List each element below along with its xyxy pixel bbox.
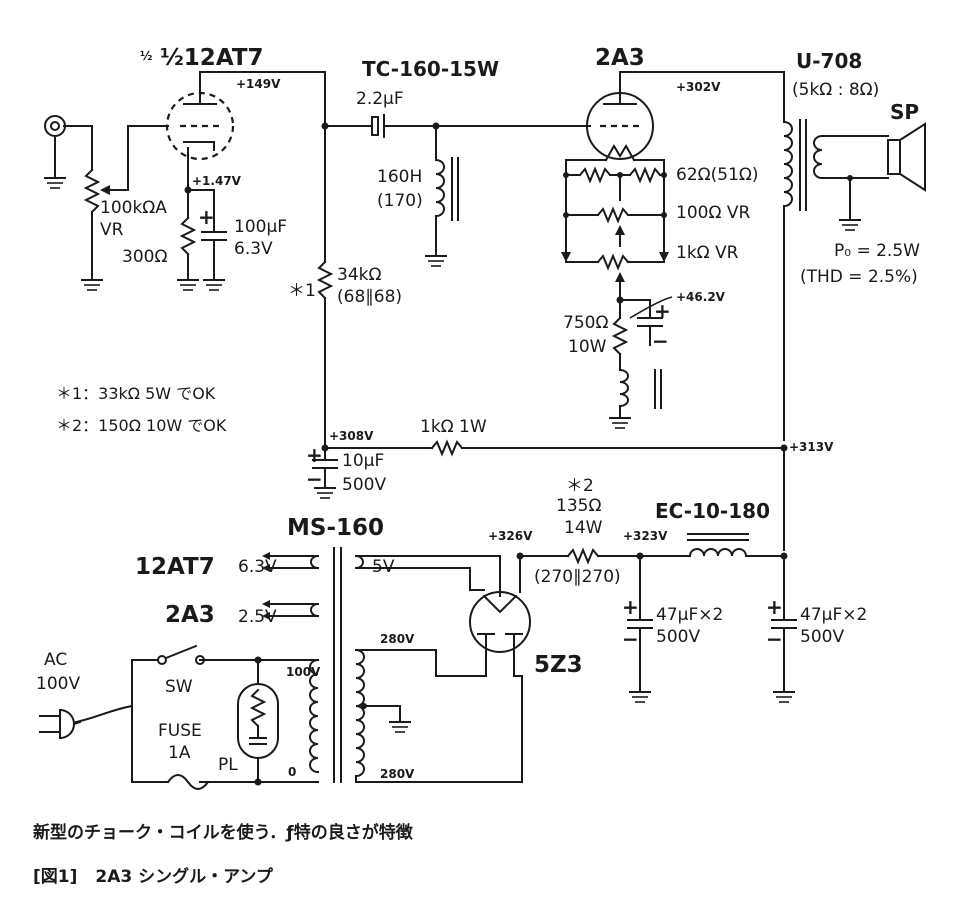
c47b-volt: 500V bbox=[800, 627, 844, 647]
svg-text:−: − bbox=[766, 627, 783, 651]
tube1-half: ½ bbox=[140, 49, 152, 63]
sw-label: SW bbox=[165, 677, 193, 697]
figure-number: [図1] bbox=[33, 867, 78, 887]
rp1-parallel: (68∥68) bbox=[337, 287, 402, 307]
svg-text:+: + bbox=[654, 299, 671, 323]
rk1-label: 300Ω bbox=[122, 247, 167, 267]
note-2: ＊2：150Ω 10W でOK bbox=[56, 416, 227, 435]
ac-plug-icon bbox=[39, 708, 82, 740]
output-power: P₀ = 2.5W bbox=[834, 241, 920, 261]
r62-label: 62Ω(51Ω) bbox=[676, 165, 759, 185]
volt-46-2: +46.2V bbox=[676, 290, 726, 304]
speaker-icon bbox=[887, 122, 926, 192]
rect-label: 5Z3 bbox=[534, 652, 583, 678]
r135-parallel: (270∥270) bbox=[534, 567, 621, 587]
c10-label: 10μF bbox=[342, 451, 384, 471]
svg-text:+: + bbox=[198, 205, 215, 229]
volt-149: +149V bbox=[236, 77, 281, 91]
coupling-trans-label: TC-160-15W bbox=[362, 57, 499, 81]
note-1: ＊1：33kΩ 5W でOK bbox=[56, 384, 216, 403]
c47a-label: 47μF×2 bbox=[656, 605, 723, 625]
choke-160h: 160H bbox=[377, 167, 422, 187]
r135-watt: 14W bbox=[564, 518, 603, 538]
vr1k-label: 1kΩ VR bbox=[676, 243, 739, 263]
hv-label-1: 280V bbox=[380, 632, 415, 646]
svg-text:+: + bbox=[306, 443, 323, 467]
figure-title-text: 2A3 シングル・アンプ bbox=[95, 867, 273, 887]
c10-volt: 500V bbox=[342, 475, 386, 495]
r1k-label: 1kΩ 1W bbox=[420, 417, 487, 437]
c47a-volt: 500V bbox=[656, 627, 700, 647]
rp1-label: 34kΩ bbox=[337, 265, 381, 285]
output-transformer bbox=[782, 119, 889, 441]
fuse-rating: 1A bbox=[168, 743, 191, 763]
ac-voltage: 100V bbox=[36, 674, 80, 694]
figure-title: [図1] 2A3 シングル・アンプ bbox=[33, 862, 291, 887]
svg-text:+: + bbox=[766, 595, 783, 619]
choke-170: (170) bbox=[377, 191, 423, 211]
svg-text:−: − bbox=[622, 627, 639, 651]
mark-2: ＊2 bbox=[566, 476, 594, 496]
volt-302: +302V bbox=[676, 80, 721, 94]
svg-text:−: − bbox=[652, 329, 669, 353]
r135-label: 135Ω bbox=[556, 496, 601, 516]
vol-label: 100kΩA bbox=[100, 198, 167, 218]
hv-label-2: 280V bbox=[380, 767, 415, 781]
coupling-cap-label: 2.2μF bbox=[356, 89, 404, 109]
heater2-label: 2A3 bbox=[165, 602, 215, 628]
tube1-label: ½12AT7 bbox=[160, 45, 264, 71]
choke2-label: EC-10-180 bbox=[655, 499, 770, 523]
rk2-watt: 10W bbox=[568, 337, 607, 357]
figure-caption: 新型のチョーク・コイルを使う．ƒ特の良さが特徴 bbox=[33, 823, 413, 843]
pl-label: PL bbox=[218, 755, 238, 775]
out-trans-label: U-708 bbox=[796, 49, 862, 73]
input-jack bbox=[44, 115, 93, 189]
volt-326: +326V bbox=[488, 529, 533, 543]
fuse-label: FUSE bbox=[158, 721, 202, 741]
volt-1-47: +1.47V bbox=[192, 174, 242, 188]
volt-313: +313V bbox=[789, 440, 834, 454]
tube-5z3 bbox=[469, 591, 531, 653]
pri-100v: 100V bbox=[286, 665, 321, 679]
svg-text:−: − bbox=[306, 467, 323, 491]
volume-pot bbox=[81, 125, 169, 291]
speaker-label: SP bbox=[890, 100, 919, 124]
tube2-label: 2A3 bbox=[595, 45, 645, 71]
out-trans-ratio: (5kΩ : 8Ω) bbox=[792, 80, 879, 100]
power-trans-label: MS-160 bbox=[287, 515, 384, 541]
heater1-label: 12AT7 bbox=[135, 554, 215, 580]
volt-323: +323V bbox=[623, 529, 668, 543]
sec-2-5v: 2.5V bbox=[238, 607, 277, 627]
ck1-label: 100μF bbox=[234, 217, 287, 237]
vol-label-2: VR bbox=[100, 220, 124, 240]
tube-2a3 bbox=[586, 71, 654, 162]
c47b-label: 47μF×2 bbox=[800, 605, 867, 625]
tube-12at7 bbox=[165, 71, 235, 191]
rk2-label: 750Ω bbox=[563, 313, 608, 333]
vr100-label: 100Ω VR bbox=[676, 203, 750, 223]
pri-0v: 0 bbox=[288, 765, 296, 779]
mark-1: ＊1 bbox=[288, 281, 316, 301]
svg-text:+: + bbox=[622, 595, 639, 619]
volt-308: +308V bbox=[329, 429, 374, 443]
ac-label: AC bbox=[44, 650, 67, 670]
ck1-volt: 6.3V bbox=[234, 239, 273, 259]
sec-6-3v: 6.3V bbox=[238, 557, 277, 577]
output-thd: (THD = 2.5%) bbox=[800, 267, 918, 287]
